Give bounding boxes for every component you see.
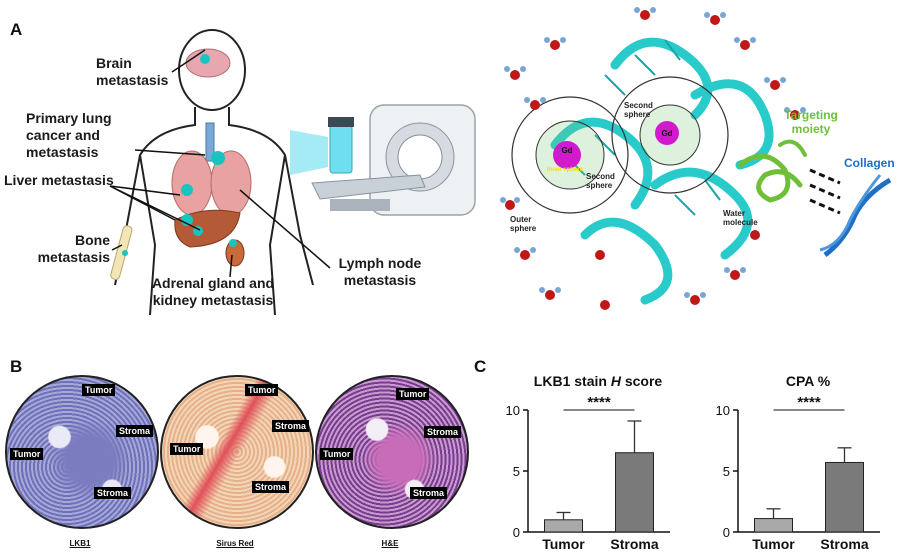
bar-stroma	[615, 452, 654, 533]
caption-sirius-red: Sirus Red	[216, 539, 254, 548]
y-tick-label: 0	[723, 525, 730, 540]
contrast-agent-molecule: Gd Gd Inne	[500, 7, 892, 310]
bar-tumor	[754, 518, 793, 533]
mri-scanner-illustration	[290, 104, 476, 216]
y-tick-label: 10	[716, 403, 730, 418]
caption-he: H&E	[381, 539, 399, 548]
tag-stroma: Stroma	[116, 425, 154, 437]
x-tick-label: Tumor	[542, 536, 585, 552]
gd-ion-2	[655, 121, 679, 145]
tag-stroma: Stroma	[272, 420, 310, 432]
tag-tumor: Tumor	[10, 448, 44, 460]
targeting-moiety-ribbon	[737, 153, 803, 203]
outer-sphere-2	[611, 76, 729, 194]
panel-a-letter: A	[10, 20, 23, 39]
collagen-helix	[819, 174, 892, 257]
tag-tumor: Tumor	[245, 384, 279, 396]
tag-tumor: Tumor	[82, 384, 116, 396]
collagen-label: Collagen	[844, 156, 895, 170]
outer-sphere-label: Outer sphere	[510, 215, 537, 233]
tag-stroma: Stroma	[410, 487, 448, 499]
bar-tumor	[544, 519, 583, 533]
tag-stroma: Stroma	[424, 426, 462, 438]
x-tick-label: Stroma	[610, 536, 658, 552]
water-molecule-label: Water molecule	[723, 209, 758, 227]
tag-tumor: Tumor	[396, 388, 430, 400]
inner-sphere-label: Inner sphere	[547, 167, 584, 173]
label-lymph: Lymph node metastasis	[338, 255, 422, 288]
significance-stars: ****	[587, 394, 611, 411]
x-tick-label: Stroma	[820, 536, 868, 552]
second-sphere-label-1: Second sphere	[624, 101, 653, 119]
second-sphere-label-2: Second sphere	[586, 172, 615, 190]
leader-lines	[109, 49, 331, 278]
tag-stroma: Stroma	[252, 481, 290, 493]
x-tick-label: Tumor	[752, 536, 795, 552]
significance-stars: ****	[797, 394, 821, 411]
label-bone: Bone metastasis	[37, 232, 110, 265]
y-tick-label: 5	[513, 464, 520, 479]
gd-label-1: Gd	[561, 146, 572, 155]
tag-tumor: Tumor	[320, 448, 354, 460]
label-lung: Primary lung cancer and metastasis	[26, 110, 112, 160]
tag-stroma: Stroma	[94, 487, 132, 499]
y-tick-label: 0	[513, 525, 520, 540]
brain-tumor-dot	[200, 54, 210, 64]
label-liver: Liver metastasis	[4, 172, 114, 188]
gd-ion-1	[553, 141, 581, 169]
panel-c-letter: C	[474, 357, 487, 376]
panel-b-letter: B	[10, 357, 23, 376]
caption-lkb1: LKB1	[69, 539, 91, 548]
y-tick-label: 5	[723, 464, 730, 479]
gd-label-2: Gd	[661, 129, 672, 138]
targeting-moiety-label: Targeting moiety	[784, 108, 838, 136]
water-molecules	[500, 7, 806, 310]
chart-title: LKB1 stain H score	[534, 373, 663, 389]
outer-sphere-1	[511, 96, 629, 214]
y-tick-label: 10	[506, 403, 520, 418]
tag-tumor: Tumor	[170, 443, 204, 455]
label-adrenal: Adrenal gland and kidney metastasis	[151, 275, 275, 308]
label-brain: Brain metastasis	[96, 55, 169, 88]
bar-stroma	[825, 461, 864, 533]
chart-title: CPA %	[786, 373, 831, 389]
